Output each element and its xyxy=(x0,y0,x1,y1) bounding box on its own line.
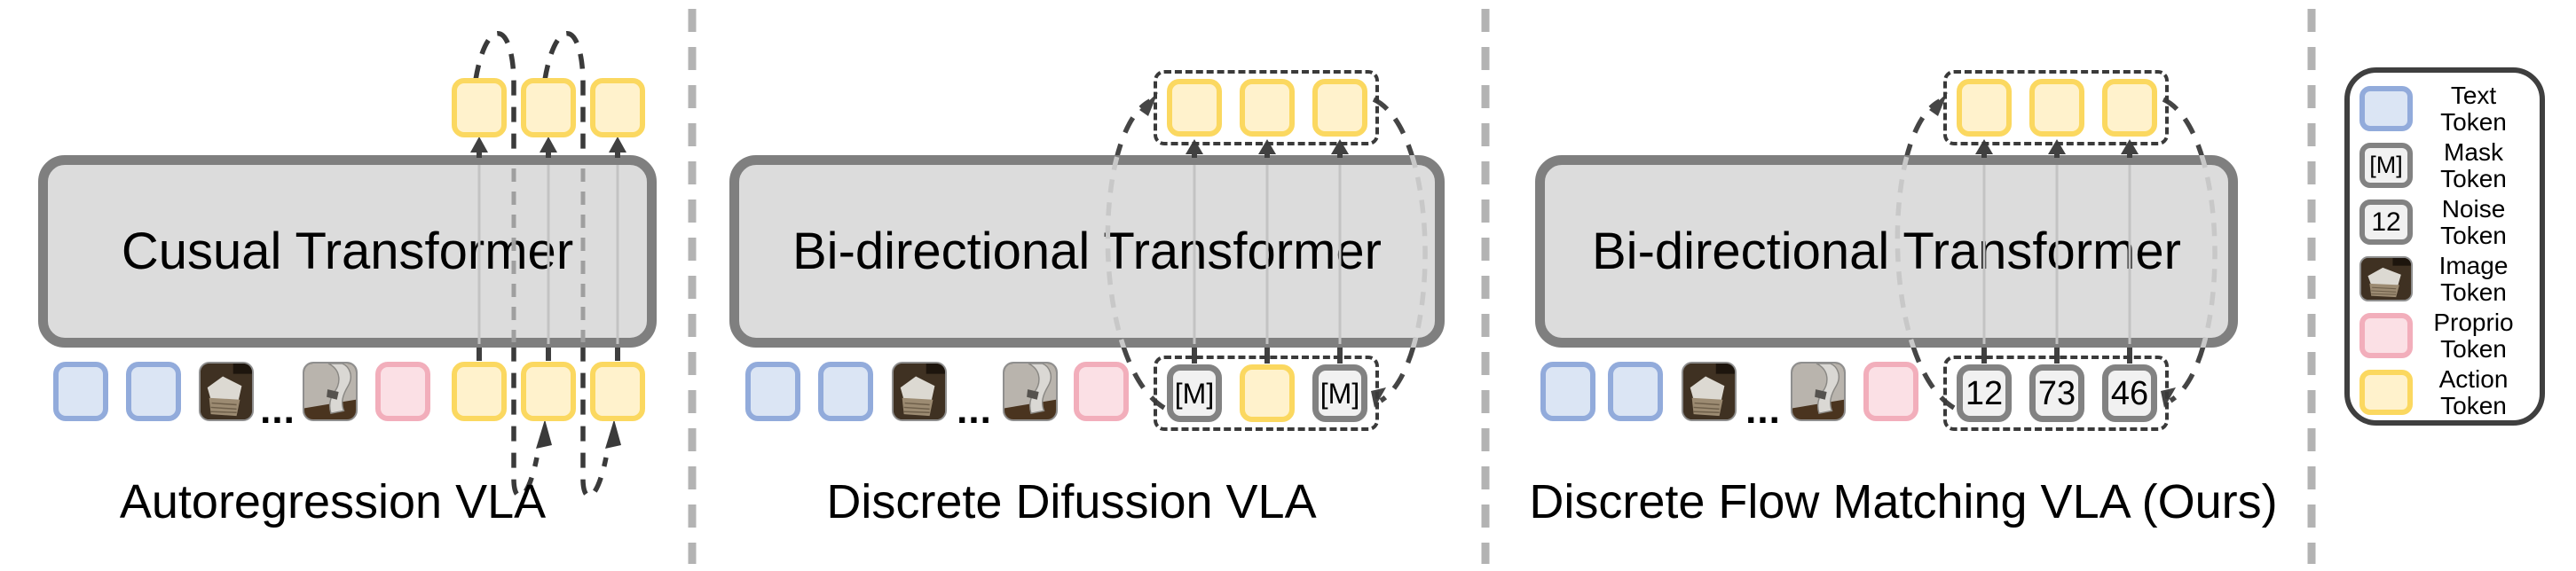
mask-glyph: [M] xyxy=(2369,152,2403,178)
panel-caption: Autoregression VLA xyxy=(119,475,547,528)
transformer-box: Cusual Transformer xyxy=(38,155,657,348)
image-token-swatch xyxy=(2359,256,2413,301)
robot-arm-photo-icon xyxy=(304,364,356,419)
panel-caption: Discrete Difussion VLA xyxy=(826,475,1317,528)
proprio-token xyxy=(1863,362,1918,421)
noise-token: 12 xyxy=(1957,364,2012,422)
flow-cycle-curves xyxy=(1895,97,2218,411)
action-token xyxy=(521,78,576,137)
text-token xyxy=(1608,362,1663,421)
predicted-actions-group-box xyxy=(1943,70,2169,145)
autoregressive-feedback-curves xyxy=(473,31,609,498)
action-token xyxy=(2102,79,2157,137)
robot-arm-photo-icon xyxy=(1792,364,1844,419)
predicted-actions-group-box xyxy=(1154,70,1379,145)
masked-actions-group-box xyxy=(1154,356,1379,431)
action-token xyxy=(521,362,576,421)
text-token xyxy=(126,362,181,421)
proprio-token xyxy=(1074,362,1129,421)
image-token xyxy=(1682,362,1737,421)
transformer-box: Bi-directional Transformer xyxy=(1535,155,2238,348)
action-token xyxy=(2029,79,2084,137)
noise-value: 12 xyxy=(1965,374,2004,412)
action-token xyxy=(452,362,507,421)
mask-glyph: [M] xyxy=(1320,377,1360,410)
basket-photo-icon xyxy=(894,364,945,419)
text-token xyxy=(53,362,108,421)
feedback-through-box-lines xyxy=(511,168,586,342)
noise-token: 46 xyxy=(2102,364,2157,422)
robot-arm-photo-icon xyxy=(1004,364,1056,419)
ellipsis: ... xyxy=(957,387,992,432)
noise-token: 73 xyxy=(2029,364,2084,422)
text-token xyxy=(1540,362,1595,421)
transformer-label: Bi-directional Transformer xyxy=(1592,222,2181,280)
action-token xyxy=(1957,79,2012,137)
mask-token-swatch: [M] xyxy=(2359,143,2413,188)
proprio-token xyxy=(375,362,430,421)
io-connector-stubs xyxy=(477,150,2132,364)
noise-token-swatch: 12 xyxy=(2359,199,2413,245)
noise-glyph: 12 xyxy=(2371,207,2401,237)
noise-value: 46 xyxy=(2110,374,2149,412)
mask-glyph: [M] xyxy=(1174,377,1215,410)
action-token xyxy=(452,78,507,137)
output-arrowheads xyxy=(470,137,2139,154)
action-token-swatch xyxy=(2359,370,2413,415)
basket-photo-icon xyxy=(1683,364,1735,419)
basket-photo-icon xyxy=(201,364,252,419)
token-column-lines xyxy=(477,165,2131,344)
transformer-label: Cusual Transformer xyxy=(121,222,574,280)
image-token xyxy=(892,362,947,421)
cycle-through-box-arcs xyxy=(1105,155,2218,348)
panel-caption: Discrete Flow Matching VLA (Ours) xyxy=(1529,475,2278,528)
transformer-label: Bi-directional Transformer xyxy=(792,222,1382,280)
image-token xyxy=(1791,362,1846,421)
mask-token: [M] xyxy=(1167,364,1222,422)
ellipsis: ... xyxy=(260,387,295,432)
action-token xyxy=(1167,79,1222,137)
noise-actions-group-box xyxy=(1943,356,2169,431)
image-token xyxy=(1003,362,1058,421)
text-token xyxy=(745,362,800,421)
transformer-box: Bi-directional Transformer xyxy=(729,155,1445,348)
feedback-arrowheads xyxy=(536,419,621,449)
text-token xyxy=(818,362,873,421)
action-token xyxy=(590,78,645,137)
mask-token: [M] xyxy=(1312,364,1367,422)
image-token xyxy=(199,362,254,421)
action-token xyxy=(1240,364,1295,422)
action-token xyxy=(1240,79,1295,137)
basket-photo-icon xyxy=(2361,258,2411,300)
diffusion-cycle-curves xyxy=(1105,97,1428,411)
ellipsis: ... xyxy=(1745,387,1781,432)
noise-value: 73 xyxy=(2037,374,2076,412)
proprio-token-swatch xyxy=(2359,313,2413,358)
action-token xyxy=(590,362,645,421)
action-token xyxy=(1312,79,1367,137)
text-token-swatch xyxy=(2359,86,2413,131)
image-token xyxy=(303,362,358,421)
